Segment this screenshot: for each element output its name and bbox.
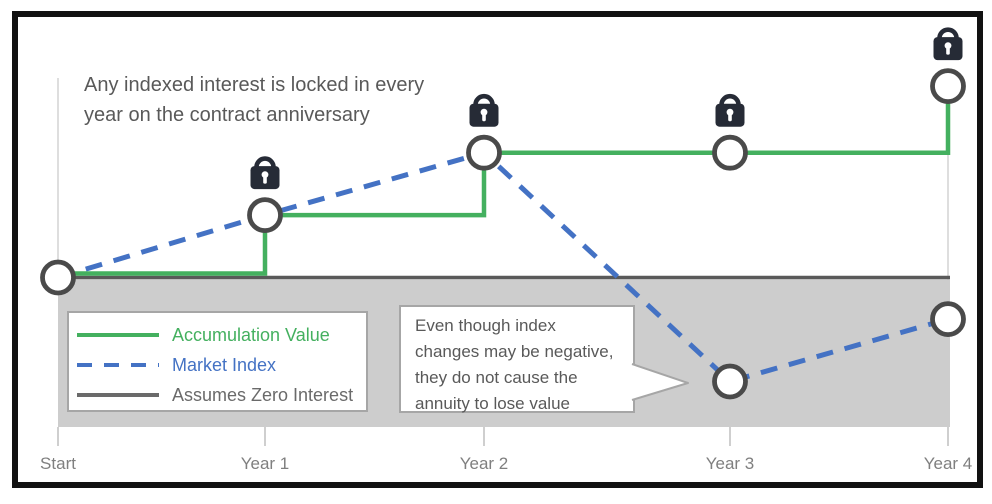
callout-tail — [631, 363, 689, 401]
x-axis-label-year-4: Year 4 — [923, 454, 973, 473]
lock-shackle — [473, 93, 495, 108]
callout-bubble: Even though index changes may be negativ… — [399, 305, 635, 413]
lock-keyhole — [261, 171, 269, 179]
lock-keyhole — [944, 42, 952, 50]
accumulation-value-line — [58, 86, 951, 276]
annotation-line-2: year on the contract anniversary — [84, 104, 370, 126]
lock-shackle — [719, 93, 741, 108]
marker-accumulation-start — [40, 259, 76, 296]
lock-keyhole — [480, 108, 488, 116]
marker-accumulation-year-2 — [466, 134, 502, 171]
x-axis-label-year-2: Year 2 — [459, 454, 509, 473]
x-axis-label-year-3: Year 3 — [705, 454, 755, 473]
legend-item-zero-interest: Assumes Zero Interest — [77, 380, 366, 410]
lock-keyhole-stem — [482, 113, 486, 122]
marker-market-year-4 — [930, 301, 966, 338]
callout-line: annuity to lose value — [415, 394, 570, 413]
marker-accumulation-year-1 — [247, 197, 283, 234]
legend-label: Accumulation Value — [172, 324, 330, 345]
x-axis-label-start: Start — [40, 454, 76, 473]
lock-shackle — [254, 156, 276, 171]
callout-tail-shape — [631, 363, 689, 401]
callout-line: changes may be negative, — [415, 342, 614, 361]
marker-accumulation-year-3 — [712, 134, 748, 171]
callout-line: Even though index — [415, 316, 556, 335]
lock-keyhole — [726, 108, 734, 116]
legend-label: Market Index — [172, 354, 277, 375]
market-index-line-swatch — [77, 363, 159, 367]
accumulation-line-swatch — [77, 333, 159, 337]
legend-item-market-index: Market Index — [77, 350, 366, 380]
chart-legend: Accumulation Value Market Index Assumes … — [67, 311, 368, 412]
legend-item-accumulation-value: Accumulation Value — [77, 320, 366, 350]
chart-annotation: Any indexed interest is locked in every … — [84, 70, 424, 130]
callout-line: they do not cause the — [415, 368, 578, 387]
marker-accumulation-year-4 — [930, 68, 966, 105]
lock-shackle — [937, 27, 959, 42]
x-axis-label-year-1: Year 1 — [240, 454, 290, 473]
legend-label: Assumes Zero Interest — [172, 384, 354, 405]
lock-keyhole-stem — [946, 47, 950, 55]
marker-market-year-3 — [712, 363, 748, 400]
lock-keyhole-stem — [728, 113, 732, 122]
zero-interest-line-swatch — [77, 393, 159, 397]
annotation-line-1: Any indexed interest is locked in every — [84, 74, 425, 96]
lock-keyhole-stem — [263, 176, 267, 184]
